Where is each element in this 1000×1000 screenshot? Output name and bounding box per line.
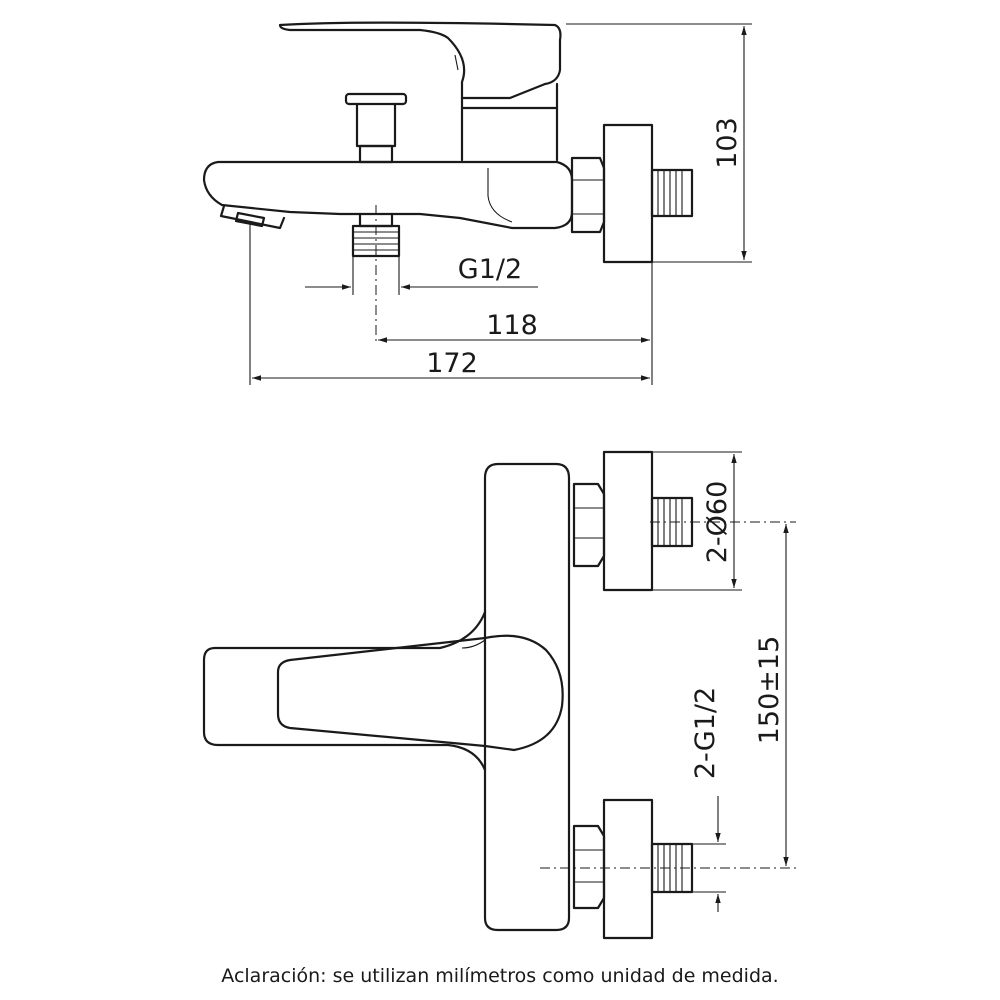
side-inlet-thread [650, 168, 694, 218]
dim-flange-diameter: 2-Ø60 [652, 451, 742, 591]
top-upper-hex-nut [572, 482, 606, 568]
bottom-outlet-thread [351, 212, 401, 258]
top-lever-handle [276, 634, 564, 752]
dim-center-label: 118 [486, 310, 538, 341]
dim-center-distance-label: 150±15 [754, 636, 785, 745]
spout-aerator [219, 204, 286, 230]
side-lever-handle [278, 21, 562, 100]
top-main-body [483, 462, 571, 932]
dim-height: 103 [566, 23, 752, 263]
top-spout [202, 610, 487, 772]
dim-thread-label: G1/2 [458, 254, 522, 285]
side-view: 103 G1/2 118 172 [202, 21, 752, 385]
side-hex-nut [570, 156, 606, 234]
top-upper-flange [602, 450, 654, 592]
dim-center-distance: 150±15 [754, 524, 789, 866]
dim-thread: G1/2 [305, 254, 538, 295]
dim-inlet-thread-label: 2-G1/2 [690, 687, 721, 779]
side-cartridge-body [460, 82, 559, 162]
dim-center: 118 [378, 262, 653, 385]
dim-inlet-thread: 2-G1/2 [690, 687, 726, 912]
side-flange [602, 123, 654, 264]
top-lower-hex-nut [572, 824, 606, 910]
top-lower-flange [602, 798, 654, 940]
dim-width: 172 [249, 222, 650, 385]
top-view: 2-Ø60 150±15 2-G1/2 [202, 450, 796, 940]
caption: Aclaración: se utilizan milímetros como … [221, 965, 779, 987]
diverter-knob [344, 92, 408, 164]
dim-width-label: 172 [426, 348, 478, 379]
dim-flange-diameter-label: 2-Ø60 [702, 481, 733, 564]
dim-height-label: 103 [712, 117, 743, 169]
